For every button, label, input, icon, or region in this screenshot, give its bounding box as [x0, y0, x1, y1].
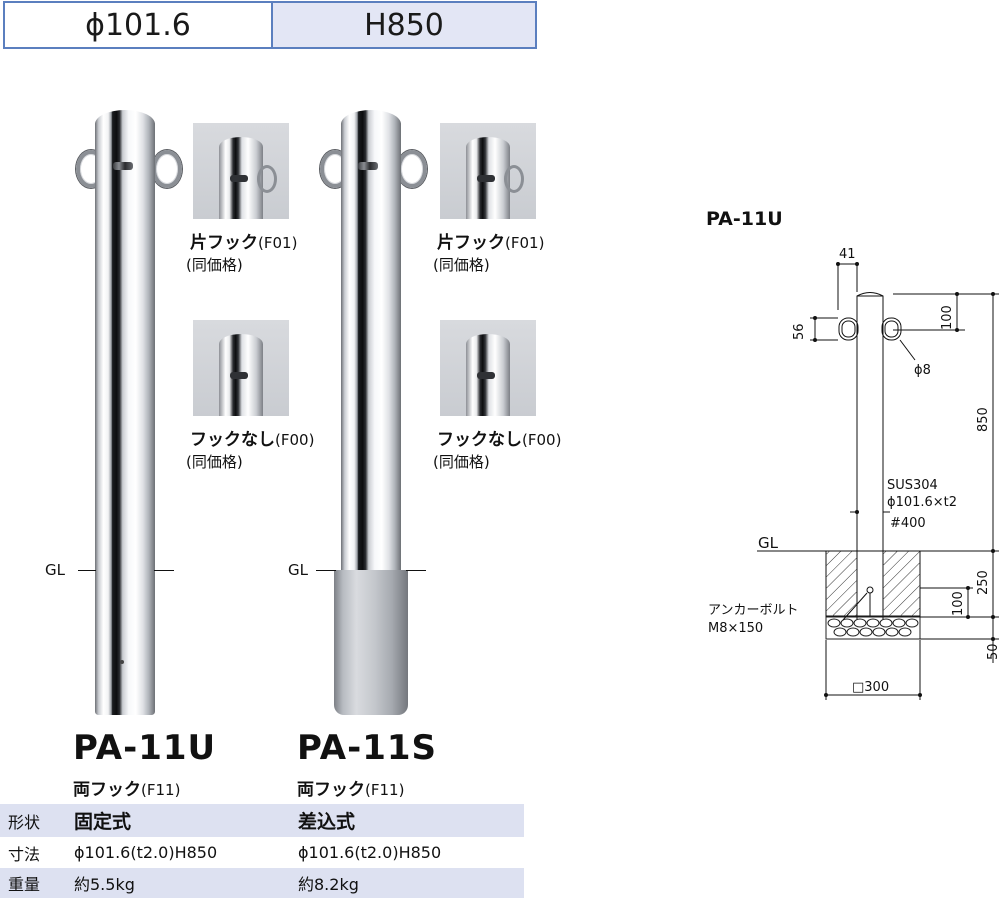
- pa-11s-value: 差込式: [298, 811, 356, 833]
- pa-11s-value: ϕ101.6(t2.0)H850: [298, 843, 442, 862]
- option-thumbnail-single-hook: [440, 123, 536, 219]
- dim-100-top: 100: [940, 305, 955, 330]
- model-name: PA-11S: [297, 728, 438, 768]
- drawing-gravel: [825, 616, 921, 640]
- model-variant: 両フック(F11): [73, 780, 181, 800]
- gl-label: GL: [45, 561, 65, 579]
- lock-hole: [120, 660, 124, 664]
- gl-label: GL: [758, 534, 779, 552]
- gl-line: [78, 570, 96, 571]
- dim-phi8: ϕ8: [914, 363, 931, 378]
- model-name: PA-11U: [73, 728, 217, 768]
- post-body: [341, 110, 401, 580]
- option-label: 片フック(F01): [437, 233, 545, 253]
- drawing-post: [856, 292, 884, 620]
- gl-line: [154, 570, 174, 571]
- option-thumbnail-single-hook: [193, 123, 289, 219]
- pa-11u-value: 固定式: [74, 811, 132, 833]
- pa-11s-value: 約8.2kg: [298, 875, 359, 894]
- row-key: 寸法: [8, 844, 41, 864]
- table-row: 重量 約5.5kg 約8.2kg: [0, 868, 524, 898]
- drawing-right-hook: [881, 317, 902, 341]
- finish-label: #400: [890, 516, 926, 531]
- material-label: SUS304: [887, 478, 938, 493]
- spec-header: ϕ101.6 H850: [3, 1, 537, 49]
- hook-icon: [504, 165, 524, 193]
- dim-300: □300: [852, 680, 889, 695]
- row-key: 重量: [8, 875, 41, 894]
- pa-11u-value: 約5.5kg: [74, 875, 135, 894]
- option-note: (同価格): [433, 256, 490, 274]
- drawing-left-hook: [838, 317, 859, 341]
- option-label: フックなし(F00): [437, 430, 562, 450]
- table-row: 寸法 ϕ101.6(t2.0)H850 ϕ101.6(t2.0)H850: [0, 837, 524, 868]
- dim-56: 56: [792, 323, 807, 340]
- hook-collar: [113, 162, 133, 170]
- drawing-title: PA-11U: [706, 208, 783, 230]
- spec-table: 形状 固定式 差込式 寸法 ϕ101.6(t2.0)H850 ϕ101.6(t2…: [0, 804, 524, 898]
- model-variant: 両フック(F11): [297, 780, 405, 800]
- hook-icon: [257, 165, 277, 193]
- dim-50: 50: [986, 643, 1000, 660]
- pa-11u-value: ϕ101.6(t2.0)H850: [74, 843, 218, 862]
- anchor-bolt-spec: M8×150: [708, 621, 763, 636]
- option-label: フックなし(F00): [190, 430, 315, 450]
- gl-line: [406, 570, 426, 571]
- pipe-spec-label: ϕ101.6×t2: [887, 495, 957, 510]
- option-note: (同価格): [186, 256, 243, 274]
- dim-41: 41: [839, 247, 856, 262]
- option-thumbnail-no-hook: [440, 320, 536, 416]
- gl-line: [316, 570, 336, 571]
- option-note: (同価格): [433, 453, 490, 471]
- dim-100-bottom: 100: [951, 591, 966, 616]
- hook-collar: [358, 162, 378, 170]
- post-body: [95, 110, 155, 715]
- anchor-bolt-label: アンカーボルト: [708, 603, 798, 618]
- height-spec: H850: [273, 3, 535, 47]
- diameter-spec: ϕ101.6: [5, 3, 273, 47]
- dim-850: 850: [976, 407, 991, 432]
- gl-label: GL: [288, 561, 308, 579]
- option-thumbnail-no-hook: [193, 320, 289, 416]
- option-label: 片フック(F01): [190, 233, 298, 253]
- table-row: 形状 固定式 差込式: [0, 804, 524, 837]
- ground-sleeve: [334, 570, 408, 715]
- dim-250: 250: [976, 570, 991, 595]
- option-note: (同価格): [186, 453, 243, 471]
- row-key: 形状: [8, 812, 41, 832]
